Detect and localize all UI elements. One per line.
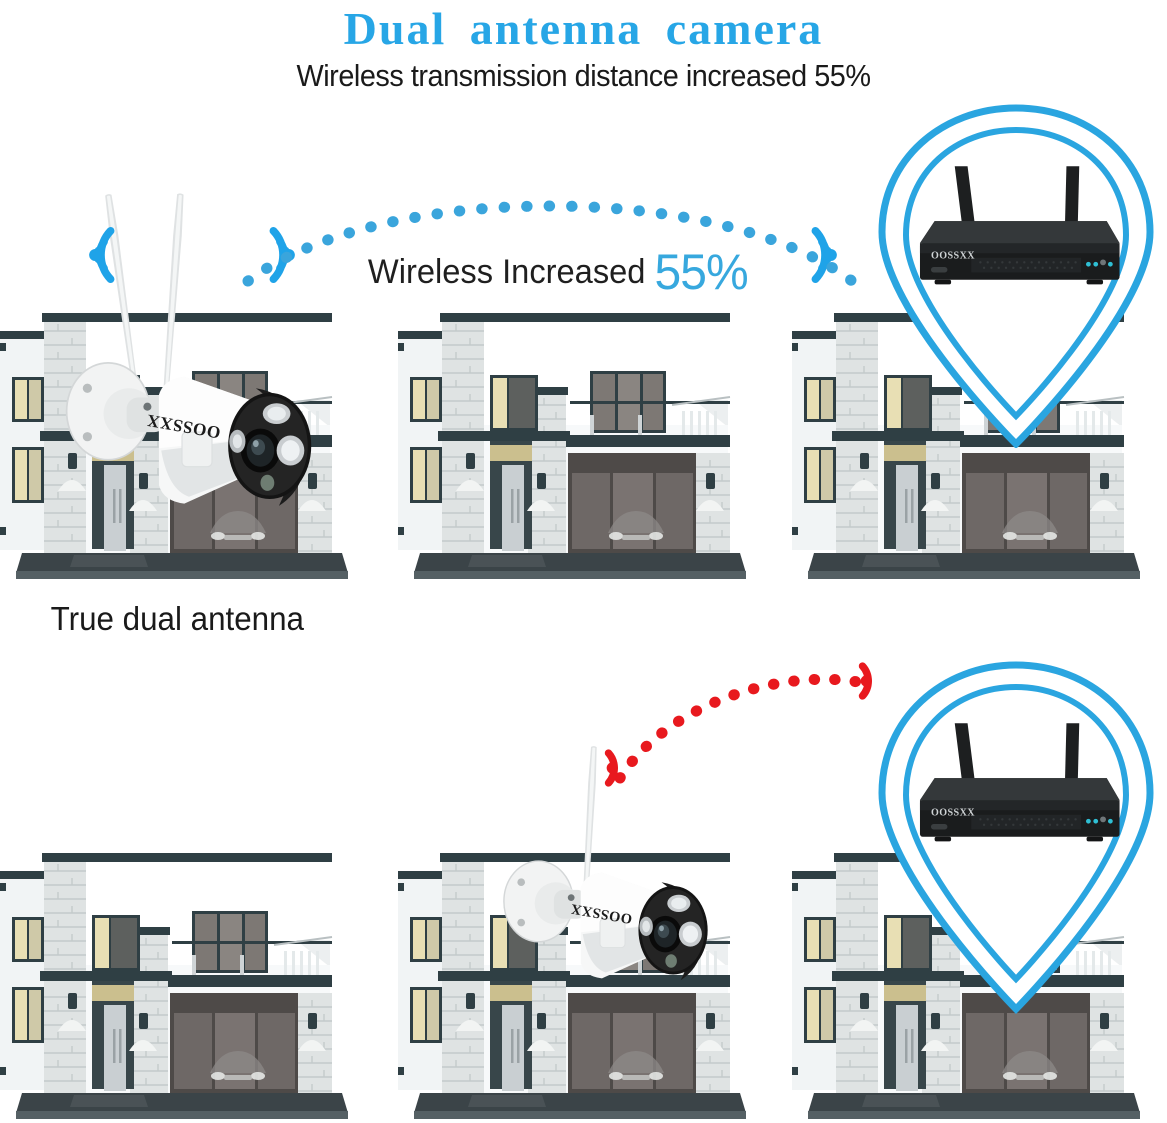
- nvr-device-bottom: [898, 712, 1136, 859]
- caption-text: Wireless Increased: [367, 253, 655, 291]
- house-top-center: [394, 305, 780, 585]
- wifi-strong-icon: [60, 222, 126, 288]
- bottom-section-label: True dual antenna: [50, 600, 304, 637]
- page-title: Dual antenna camera: [343, 3, 824, 54]
- nvr-pin-bottom: [878, 661, 1154, 1014]
- wifi-weak-icon: [588, 740, 644, 796]
- wifi-icon-nvr-inbound: [800, 222, 866, 288]
- house-illustration: [0, 845, 382, 1123]
- signal-path-weak: [614, 673, 874, 784]
- nvr-device-top: [898, 155, 1136, 302]
- wifi-strong-icon: [258, 222, 324, 288]
- page-subtitle: Wireless transmission distance increased…: [296, 58, 871, 93]
- house-illustration: [394, 305, 780, 585]
- camera-top-dual-antenna: [62, 335, 362, 543]
- wifi-icon-camera-right: [258, 222, 324, 288]
- top-section-caption: Wireless Increased 55%: [367, 243, 749, 301]
- wifi-icon-camera-left: [60, 222, 126, 288]
- house-bottom-left: [0, 845, 382, 1123]
- camera-bottom-single-antenna: [500, 838, 750, 1011]
- wifi-strong-icon: [800, 222, 866, 288]
- caption-percent: 55%: [654, 244, 749, 300]
- wifi-icon-weak-camera: [588, 740, 644, 796]
